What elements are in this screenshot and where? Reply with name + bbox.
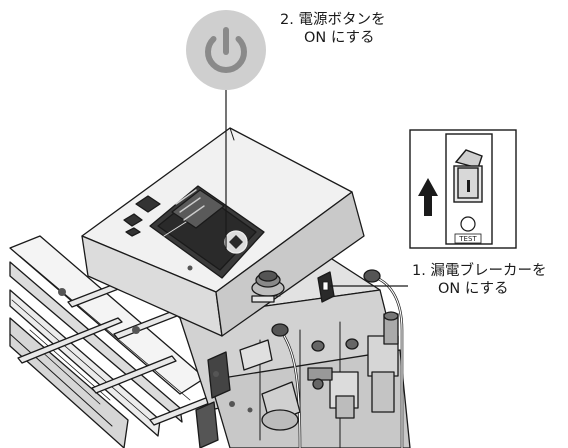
left-frame-rails [9,235,206,448]
breaker-switch-lever [453,149,483,203]
test-button [460,216,476,232]
touch-screen [149,185,265,279]
breaker-on-machine [317,271,335,303]
breaker-on-mark [467,180,470,192]
breaker-callout-line1: 1. 漏電ブレーカーを [412,263,547,279]
power-button-callout: 2. 電源ボタンを ON にする [280,11,385,47]
cables [271,323,359,448]
bolts [58,265,253,413]
power-icon [205,27,247,73]
power-callout-line2: ON にする [304,30,375,46]
test-label: TEST [458,235,477,243]
pneumatic-units [307,269,404,448]
clamps [195,339,301,448]
machine-illustration [9,127,411,448]
panel-buttons [123,195,161,237]
breaker-callout-line2: ON にする [438,281,509,297]
power-callout-line1: 2. 電源ボタンを [280,12,386,28]
power-button-callout-badge [186,10,266,250]
breaker-callout: 1. 漏電ブレーカーを ON にする [412,262,546,298]
arrow-up-icon [418,178,438,216]
rotary-knob [251,270,285,303]
breaker-inset: TEST [409,129,517,249]
